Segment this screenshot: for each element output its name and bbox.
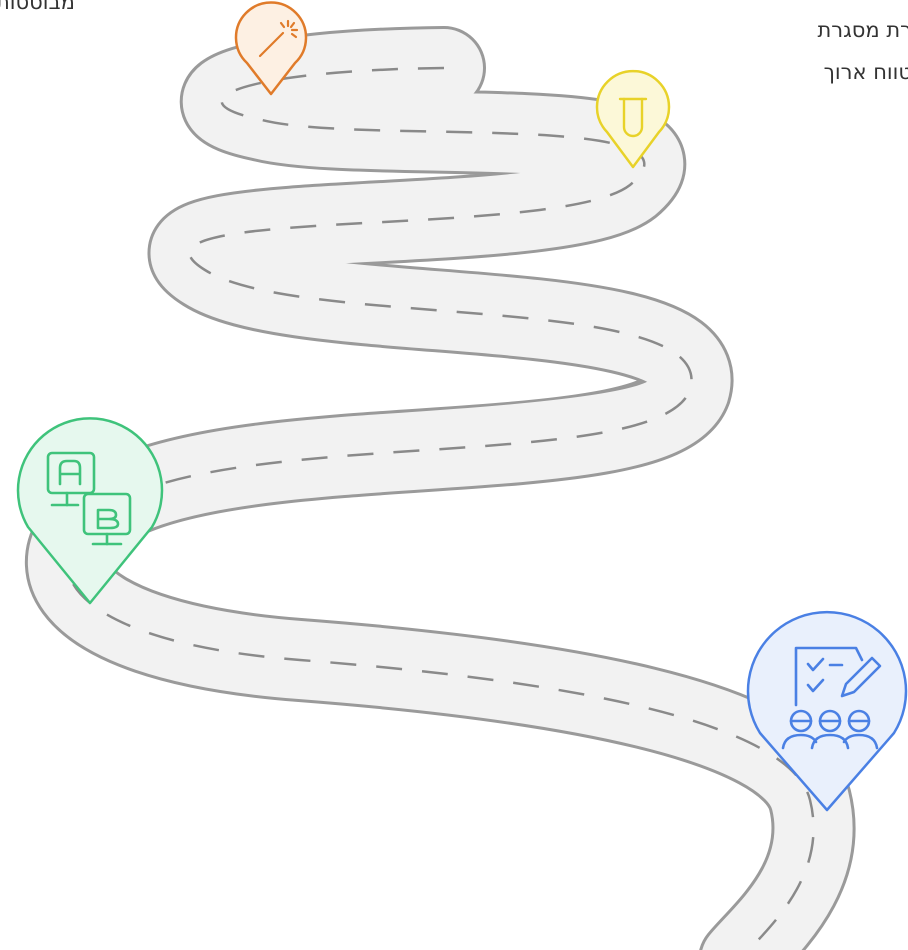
road-surface xyxy=(67,68,814,950)
winding-road xyxy=(67,68,814,950)
